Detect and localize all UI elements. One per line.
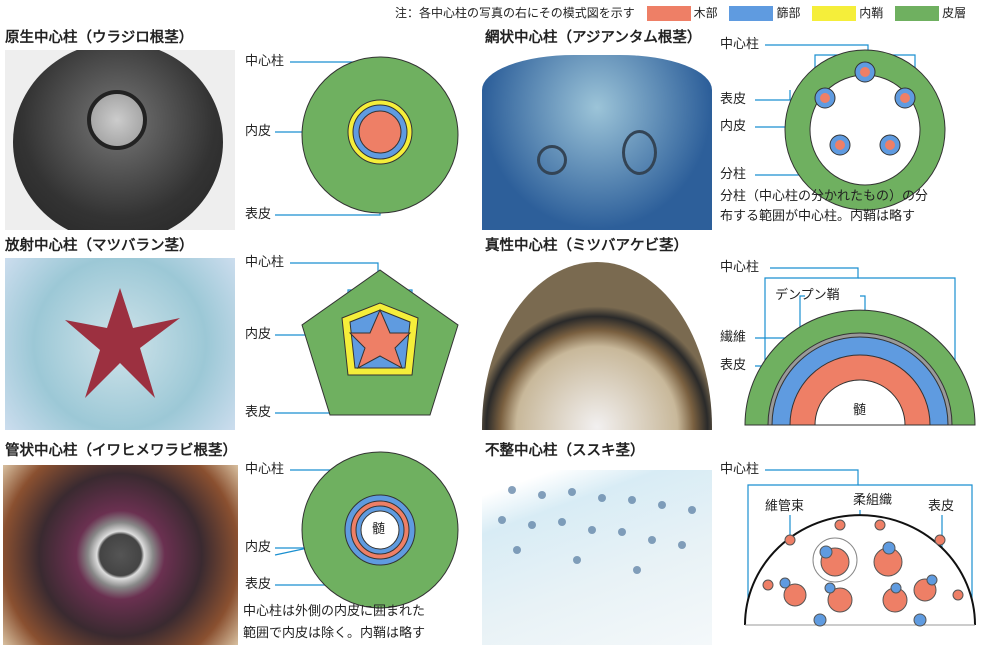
label-stele: 中心柱 [720, 260, 760, 275]
label-epidermis: 表皮 [245, 405, 272, 420]
dictyostele-title: 網状中心柱（アジアンタム根茎） [485, 30, 702, 46]
actinostele-title: 放射中心柱（マツバラン茎） [5, 238, 194, 254]
caption-line-1: 中心柱は外側の内皮に囲まれた [243, 604, 426, 619]
actinostele-photo [5, 258, 235, 430]
label-endodermis: 内皮 [245, 124, 272, 139]
label-epidermis: 表皮 [928, 499, 955, 514]
label-endodermis: 内皮 [720, 119, 747, 134]
pericycle-swatch [812, 6, 857, 21]
legend-note: 注：各中心柱の写真の右にその模式図を示す [395, 6, 635, 20]
label-pith: 髄 [372, 522, 386, 537]
label-epidermis: 表皮 [245, 577, 272, 592]
atactostele-photo [482, 470, 712, 645]
label-vascular-bundle: 維管束 [765, 499, 805, 514]
cortex-swatch [895, 6, 940, 21]
phloem-swatch [729, 6, 774, 21]
label-fiber: 繊維 [720, 330, 747, 345]
dictyostele-photo [482, 55, 712, 230]
label-starch-sheath: デンプン鞘 [775, 288, 840, 303]
label-stele: 中心柱 [245, 255, 285, 270]
protostele-title: 原生中心柱（ウラジロ根茎） [5, 30, 194, 46]
label-pith: 髄 [853, 403, 867, 418]
xylem-swatch [646, 6, 691, 21]
xylem-star [65, 288, 180, 398]
vascular-bundles-photo [498, 486, 696, 574]
label-stele: 中心柱 [720, 462, 760, 477]
siphonostele-title: 管状中心柱（イワヒメワラビ根茎） [5, 443, 237, 459]
label-epidermis: 表皮 [720, 92, 747, 107]
label-stele: 中心柱 [245, 54, 285, 69]
caption-line-2: 布する範囲が中心柱。内鞘は略す [720, 209, 916, 224]
label-parenchyma: 柔組織 [853, 493, 893, 508]
label-stele: 中心柱 [245, 462, 285, 477]
label-epidermis: 表皮 [720, 358, 747, 373]
label-endodermis: 内皮 [245, 327, 272, 342]
label-stele: 中心柱 [720, 37, 760, 52]
eustele-photo [482, 262, 712, 430]
legend: 注：各中心柱の写真の右にその模式図を示す 木部 篩部 内鞘 皮層 [395, 6, 966, 21]
eustele-title: 真性中心柱（ミツバアケビ茎） [485, 238, 688, 254]
protostele-photo [5, 50, 235, 230]
label-meristele: 分柱 [720, 167, 747, 182]
legend-pericycle: 内鞘 [859, 6, 884, 20]
caption-line-2: 範囲で内皮は除く。内鞘は略す [243, 626, 426, 641]
label-epidermis: 表皮 [245, 207, 272, 222]
legend-cortex: 皮層 [942, 6, 967, 20]
caption-line-1: 分柱（中心柱の分かれたもの）の分 [720, 189, 929, 204]
siphonostele-photo [3, 465, 238, 645]
label-endodermis: 内皮 [245, 540, 272, 555]
legend-phloem: 篩部 [776, 6, 801, 20]
legend-xylem: 木部 [693, 6, 718, 20]
atactostele-title: 不整中心柱（ススキ茎） [485, 443, 645, 459]
